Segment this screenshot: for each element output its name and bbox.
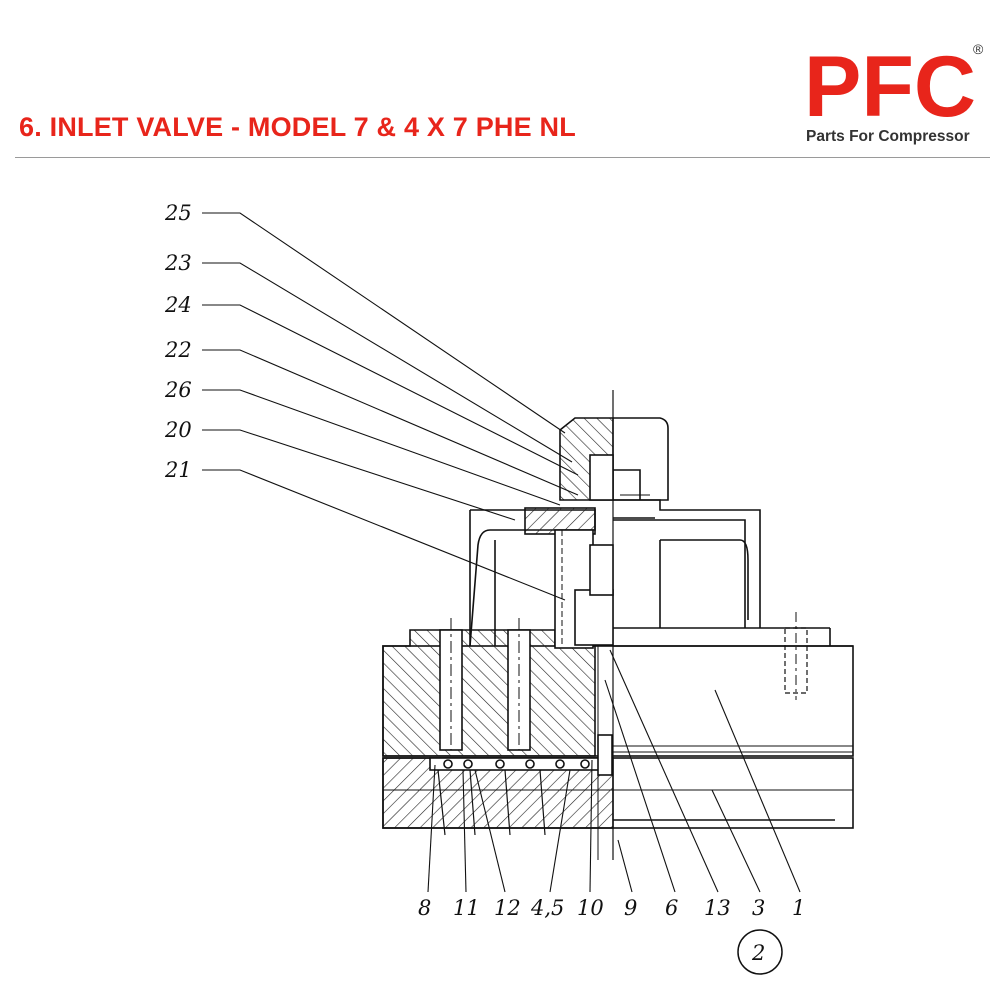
registered-mark: ® — [973, 41, 984, 57]
bottom-callouts: 8 11 12 4,5 10 9 6 13 3 1 — [418, 896, 805, 920]
page-title: 6. INLET VALVE - MODEL 7 & 4 X 7 PHE NL — [19, 112, 576, 142]
callout-20: 20 — [164, 418, 192, 442]
valve-body — [382, 390, 854, 860]
callout-22: 22 — [164, 338, 192, 362]
callout-10: 10 — [577, 896, 604, 920]
left-callouts: 25 23 24 22 26 20 21 — [164, 201, 192, 482]
callout-13: 13 — [704, 896, 731, 920]
callout-11: 11 — [453, 896, 480, 920]
pfc-logo: PFC ® — [804, 40, 984, 135]
callout-9: 9 — [624, 896, 637, 920]
callout-3: 3 — [752, 896, 765, 920]
callout-24: 24 — [164, 293, 192, 317]
logo-tagline: Parts For Compressor — [806, 128, 970, 145]
callout-4-5: 4,5 — [530, 896, 564, 920]
callout-21: 21 — [164, 458, 192, 482]
callout-12: 12 — [494, 896, 521, 920]
logo-wordmark: PFC — [804, 40, 976, 135]
header-divider — [15, 157, 990, 158]
callout-25: 25 — [164, 201, 192, 225]
view-marker: 2 — [737, 929, 783, 975]
callout-1: 1 — [792, 896, 805, 920]
callout-8: 8 — [418, 896, 431, 920]
callout-23: 23 — [164, 251, 192, 275]
view-marker-number: 2 — [751, 941, 765, 965]
leader-lines — [202, 212, 801, 893]
callout-6: 6 — [665, 896, 678, 920]
callout-26: 26 — [164, 378, 192, 402]
